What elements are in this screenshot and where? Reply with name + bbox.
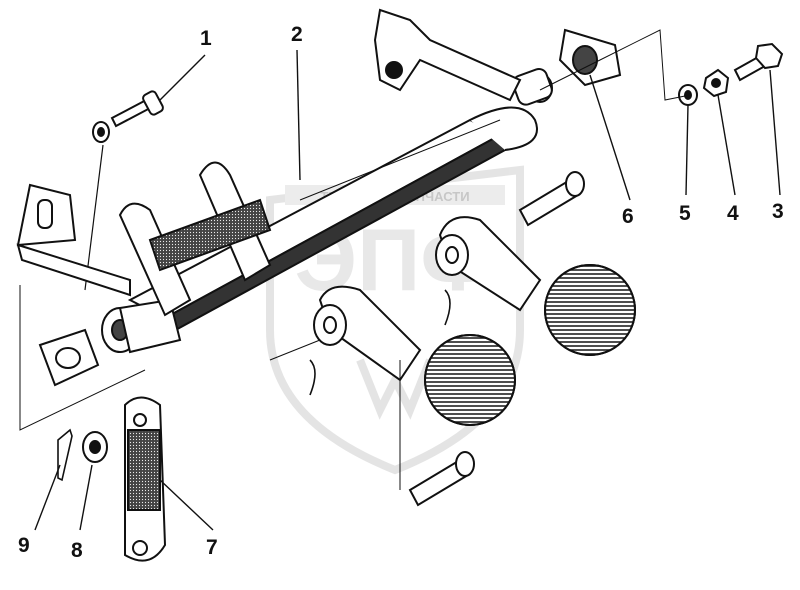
part-2-shaft: [127, 8, 553, 335]
pedal-arm-front: [313, 285, 516, 426]
callout-6: 6: [622, 205, 634, 228]
left-lever: [16, 183, 182, 354]
part-1-bolt: [92, 90, 164, 143]
part-9-cotter: [57, 428, 73, 482]
clevis-pin-upper: [518, 171, 585, 227]
callout-4: 4: [727, 202, 739, 225]
part-6-flange: [558, 28, 622, 87]
leader-lines: [34, 49, 781, 531]
pedal-arm-rear: [435, 216, 636, 356]
callout-2: 2: [291, 23, 303, 46]
part-8-washer: [82, 431, 108, 463]
callout-3: 3: [772, 200, 784, 223]
callout-1: 1: [200, 27, 212, 50]
part-3-bolt: [733, 42, 784, 82]
part-4-nut: [702, 68, 730, 98]
callout-9: 9: [18, 534, 30, 557]
cotter-pin: [309, 289, 451, 396]
assembly-lines: [19, 29, 691, 490]
part-7-link: [124, 396, 167, 562]
flange-left: [38, 328, 100, 387]
clevis-pin-lower: [408, 451, 475, 507]
callout-8: 8: [71, 539, 83, 562]
callout-7: 7: [206, 536, 218, 559]
callout-5: 5: [679, 202, 691, 225]
fork-bracket: [118, 161, 272, 317]
